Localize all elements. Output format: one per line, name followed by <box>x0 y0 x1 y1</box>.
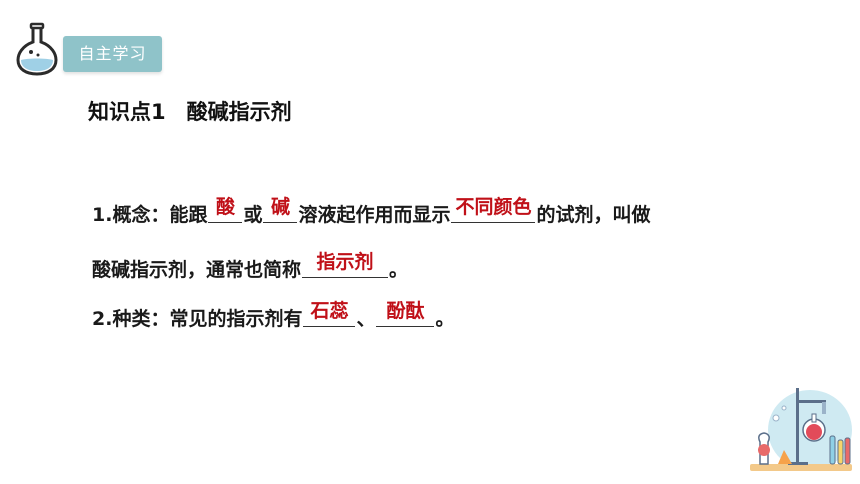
section-tag: 自主学习 <box>63 36 162 72</box>
answer-phenolphthalein: 酚酞 <box>386 300 425 322</box>
answer-base: 碱 <box>270 196 290 218</box>
concept-line2-prefix: 酸碱指示剂，通常也简称 <box>92 259 302 281</box>
types-prefix: 2.种类：常见的指示剂有 <box>92 308 303 330</box>
answer-litmus: 石蕊 <box>310 300 349 322</box>
concept-line-1: 1.概念：能跟酸或碱溶液起作用而显示不同颜色的试剂，叫做 <box>92 196 651 227</box>
answer-acid: 酸 <box>215 196 235 218</box>
answer-color: 不同颜色 <box>455 196 532 218</box>
lab-equipment-illustration <box>750 388 852 471</box>
concept-prefix: 1.概念：能跟 <box>92 204 208 226</box>
blank-phenolphthalein: 酚酞 <box>376 300 435 327</box>
blank-short-name: 指示剂 <box>302 251 389 278</box>
concept-mid1: 或 <box>243 204 263 226</box>
section-title: 知识点1 酸碱指示剂 <box>88 100 292 124</box>
flask-icon <box>16 22 58 76</box>
types-sep: 、 <box>356 308 376 330</box>
concept-mid2: 溶液起作用而显示 <box>298 204 451 226</box>
blank-base: 碱 <box>263 196 298 223</box>
concept-line2-suffix: 。 <box>389 259 409 281</box>
blank-acid: 酸 <box>208 196 243 223</box>
types-suffix: 。 <box>435 308 455 330</box>
answer-short-name: 指示剂 <box>316 251 374 273</box>
concept-line-2: 酸碱指示剂，通常也简称指示剂。 <box>92 251 409 282</box>
blank-color: 不同颜色 <box>451 196 536 223</box>
concept-suffix: 的试剂，叫做 <box>536 204 651 226</box>
blank-litmus: 石蕊 <box>303 300 356 327</box>
types-line: 2.种类：常见的指示剂有石蕊、酚酞。 <box>92 300 455 331</box>
